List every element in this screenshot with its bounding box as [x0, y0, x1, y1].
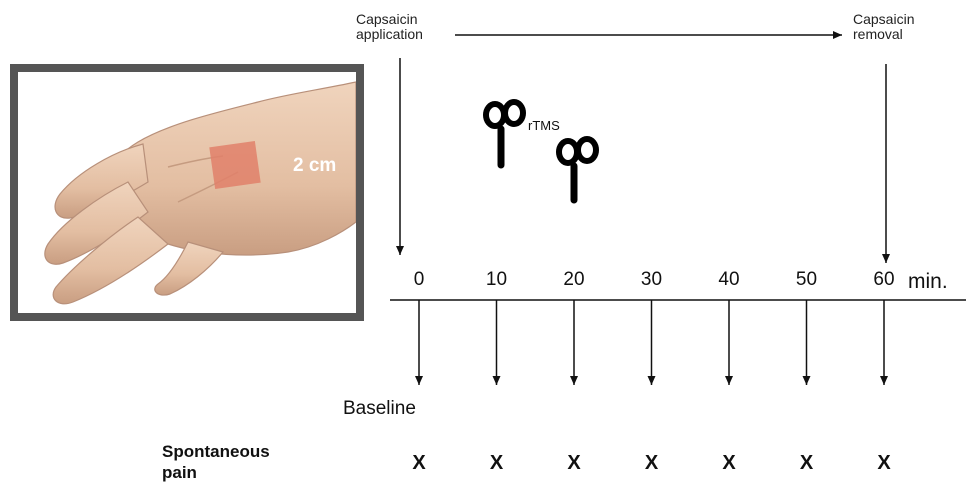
removal-label-line: Capsaicin [853, 12, 914, 27]
pain-mark: X [490, 452, 503, 474]
pain-mark: X [412, 452, 425, 474]
application-label: Capsaicin application [356, 12, 423, 43]
application-label-line: application [356, 27, 423, 42]
removal-label-line: removal [853, 27, 914, 42]
time-unit-label: min. [908, 270, 948, 293]
row-label-line: Spontaneous [162, 441, 270, 462]
pain-mark: X [567, 452, 580, 474]
pain-mark: X [722, 452, 735, 474]
baseline-label: Baseline [343, 399, 416, 420]
rtms-label: rTMS [528, 119, 560, 133]
time-tick-label: 50 [796, 270, 817, 291]
pain-mark: X [877, 452, 890, 474]
pain-mark: X [800, 452, 813, 474]
time-tick-label: 20 [563, 270, 584, 291]
row-label-line: pain [162, 462, 270, 483]
removal-label: Capsaicin removal [853, 12, 914, 43]
application-label-line: Capsaicin [356, 12, 423, 27]
time-tick-label: 0 [414, 270, 425, 291]
tms-coil-icon [486, 102, 523, 165]
time-tick-label: 60 [873, 270, 894, 291]
time-tick-label: 40 [718, 270, 739, 291]
time-tick-label: 30 [641, 270, 662, 291]
tms-coil-icon [559, 139, 596, 200]
time-tick-label: 10 [486, 270, 507, 291]
pain-mark: X [645, 452, 658, 474]
measurement-arrows [419, 300, 884, 385]
spontaneous-pain-label: Spontaneous pain [162, 441, 270, 484]
